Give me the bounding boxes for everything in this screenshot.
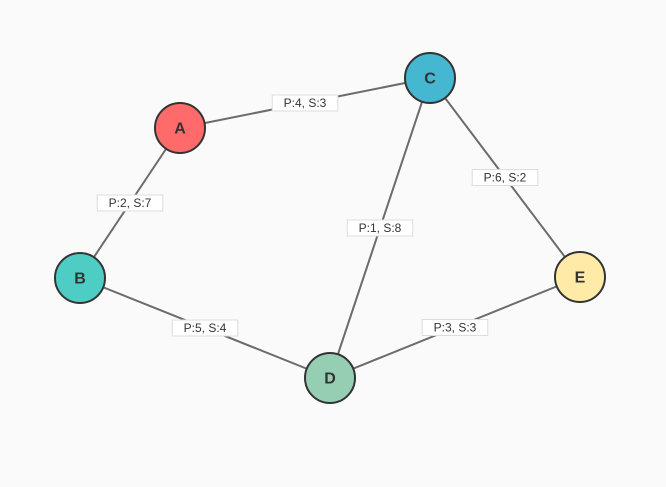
edge-label-d-e: P:3, S:3 bbox=[421, 319, 489, 336]
edge-label-c-d: P:1, S:8 bbox=[346, 219, 414, 237]
edge-label-a-b: P:2, S:7 bbox=[96, 194, 164, 212]
edge-label-c-e: P:6, S:2 bbox=[471, 169, 539, 186]
edge-labels-layer: P:4, S:3P:2, S:7P:1, S:8 P:6, S:2P:5, S:4… bbox=[96, 94, 539, 337]
node-label: E bbox=[575, 270, 586, 287]
node-circle[interactable] bbox=[54, 252, 106, 304]
node-c[interactable]: C bbox=[404, 52, 456, 104]
edge-label-background bbox=[346, 219, 414, 237]
edge-label-background bbox=[271, 94, 339, 112]
node-label: C bbox=[424, 71, 436, 88]
edge-label-text: P:6, S:2 bbox=[484, 171, 527, 185]
edge-label-background bbox=[96, 194, 164, 212]
edge-label-background bbox=[171, 319, 239, 337]
node-circle[interactable] bbox=[404, 52, 456, 104]
edge-label-text: P:3, S:3 bbox=[434, 321, 477, 335]
edge-label-text: P:5, S:4 bbox=[184, 321, 227, 335]
node-circle[interactable] bbox=[304, 352, 356, 404]
node-b[interactable]: B bbox=[54, 252, 106, 304]
edge-label-background bbox=[471, 169, 539, 186]
edge-label-b-d: P:5, S:4 bbox=[171, 319, 239, 337]
edge-label-text: P:1, S:8 bbox=[359, 221, 402, 235]
node-a[interactable]: A bbox=[154, 102, 206, 154]
node-label: A bbox=[174, 121, 186, 138]
node-d[interactable]: D bbox=[304, 352, 356, 404]
edge-label-background bbox=[421, 319, 489, 336]
edge-label-a-c: P:4, S:3 bbox=[271, 94, 339, 112]
node-e[interactable]: E bbox=[554, 251, 606, 303]
nodes-layer: A B C D E bbox=[54, 52, 606, 404]
node-label: D bbox=[324, 371, 336, 388]
edge-label-text: P:2, S:7 bbox=[109, 196, 152, 210]
node-label: B bbox=[74, 271, 86, 288]
edge-label-text: P:4, S:3 bbox=[284, 96, 327, 110]
node-circle[interactable] bbox=[154, 102, 206, 154]
node-circle[interactable] bbox=[554, 251, 606, 303]
